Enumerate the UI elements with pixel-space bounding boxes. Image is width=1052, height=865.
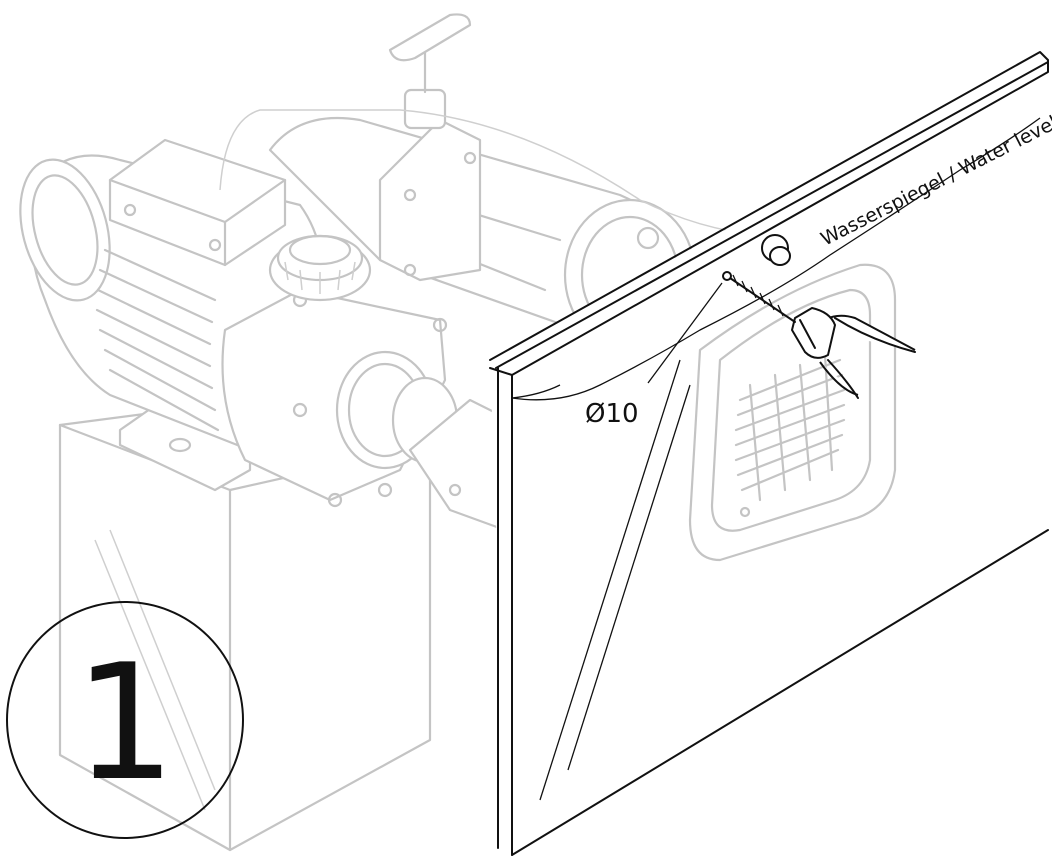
step-number-circle: 1 [6, 601, 244, 839]
pump-assembly [19, 13, 761, 852]
jet-nozzle [688, 263, 897, 562]
air-control-knob [761, 234, 791, 266]
diameter-leader [647, 282, 723, 384]
bypass-hose [219, 109, 761, 236]
valve [378, 13, 482, 282]
drill [722, 271, 916, 399]
drill-diameter-label: Ø10 [585, 399, 639, 429]
prefilter-cap [268, 234, 372, 302]
drill-bit [722, 271, 796, 323]
nozzle-grille [734, 353, 846, 502]
terminal-box [108, 138, 287, 267]
support-box [58, 393, 432, 852]
drill-chuck [791, 307, 836, 359]
water-level-line-secondary [511, 384, 561, 399]
water-level-line [511, 117, 1041, 401]
step-number: 1 [74, 629, 176, 816]
